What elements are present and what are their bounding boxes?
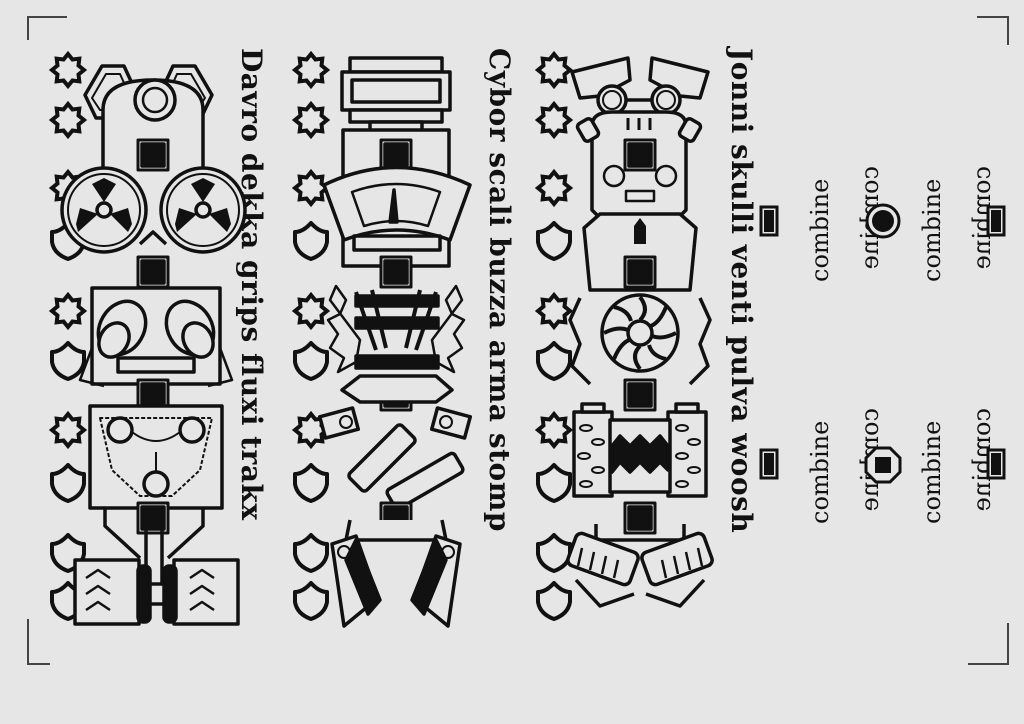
crop-mark-bottom-right-h: [968, 663, 1009, 665]
slot-icon: [759, 448, 779, 480]
crop-mark-bottom-left-h: [27, 663, 50, 665]
crop-mark-top-right-h: [977, 16, 1009, 18]
combine-panel: [759, 203, 1006, 484]
badge-column-jonni: [536, 52, 572, 621]
crop-mark-bottom-left-v: [27, 619, 29, 665]
robot-jonni: [566, 56, 714, 608]
badge-column-davro: [50, 52, 86, 621]
octagon-square-icon: [864, 446, 902, 484]
slot-icon: [986, 448, 1006, 480]
robot-cybor: [317, 56, 473, 628]
badge-column-cybor: [293, 52, 329, 621]
crop-mark-top-right-v: [1007, 16, 1009, 45]
robot-davro: [60, 64, 247, 626]
crop-mark-bottom-right-v: [1007, 623, 1009, 665]
crop-mark-top-left-v: [27, 16, 29, 40]
crop-mark-top-left-h: [27, 16, 67, 18]
slot-icon: [986, 205, 1006, 237]
filled-circle-icon: [865, 203, 901, 239]
slot-icon: [759, 205, 779, 237]
